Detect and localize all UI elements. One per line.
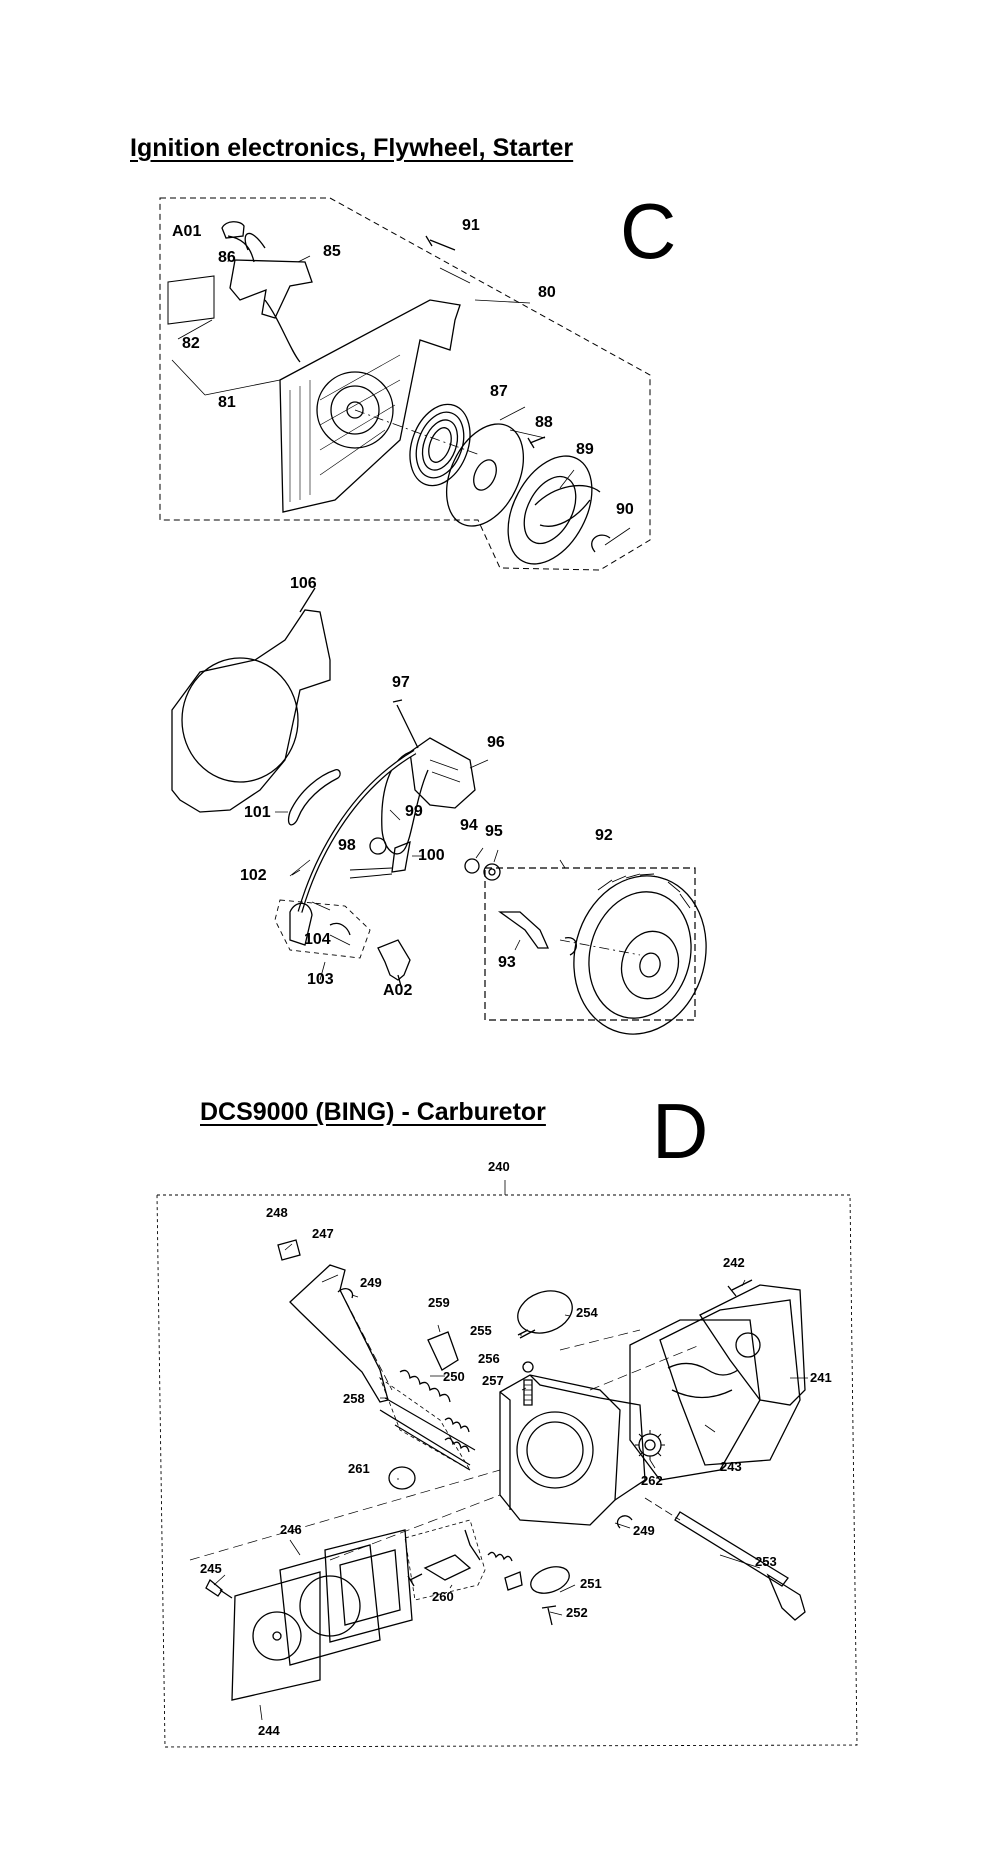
callout-257: 257 [482,1373,504,1388]
callout-243: 243 [720,1459,742,1474]
section-d-letter: D [652,1087,709,1175]
callout-106: 106 [290,575,317,592]
callout-86: 86 [218,249,236,266]
callout-249-lower: 249 [633,1523,655,1538]
callout-262: 262 [641,1473,663,1488]
callout-259: 259 [428,1295,450,1310]
callout-94: 94 [460,817,478,834]
section-c-letter: C [620,187,677,275]
callout-98: 98 [338,837,356,854]
callout-256: 256 [478,1351,500,1366]
callout-251: 251 [580,1576,602,1591]
callout-241: 241 [810,1370,832,1385]
callout-244: 244 [258,1723,280,1738]
callout-245: 245 [200,1561,222,1576]
callout-81: 81 [218,394,236,411]
callout-A02: A02 [383,982,413,999]
callout-253: 253 [755,1554,777,1569]
section-c-title: Ignition electronics, Flywheel, Starter [130,134,574,162]
callout-97: 97 [392,674,410,691]
callout-102: 102 [240,867,267,884]
callout-242: 242 [723,1255,745,1270]
callout-101: 101 [244,804,271,821]
callout-250: 250 [443,1369,465,1384]
callout-104: 104 [304,931,331,948]
callout-82: 82 [182,335,200,352]
callout-247: 247 [312,1226,334,1241]
callout-252: 252 [566,1605,588,1620]
callout-91: 91 [462,217,480,234]
callout-249-upper: 249 [360,1275,382,1290]
callout-90: 90 [616,501,634,518]
callout-260: 260 [432,1589,454,1604]
callout-99: 99 [405,803,423,820]
callout-A01: A01 [172,223,202,240]
callout-80: 80 [538,284,556,301]
callout-87: 87 [490,383,508,400]
callout-246: 246 [280,1522,302,1537]
callout-89: 89 [576,441,594,458]
callout-93: 93 [498,954,516,971]
section-d-title: DCS9000 (BING) - Carburetor [200,1098,546,1126]
callout-255: 255 [470,1323,492,1338]
callout-95: 95 [485,823,503,840]
callout-248: 248 [266,1205,288,1220]
callout-103: 103 [307,971,334,988]
callout-258: 258 [343,1391,365,1406]
callout-92: 92 [595,827,613,844]
callout-96: 96 [487,734,505,751]
callout-85: 85 [323,243,341,260]
callout-261: 261 [348,1461,370,1476]
callout-88: 88 [535,414,553,431]
callout-254: 254 [576,1305,598,1320]
callout-100: 100 [418,847,445,864]
callout-240: 240 [488,1159,510,1174]
